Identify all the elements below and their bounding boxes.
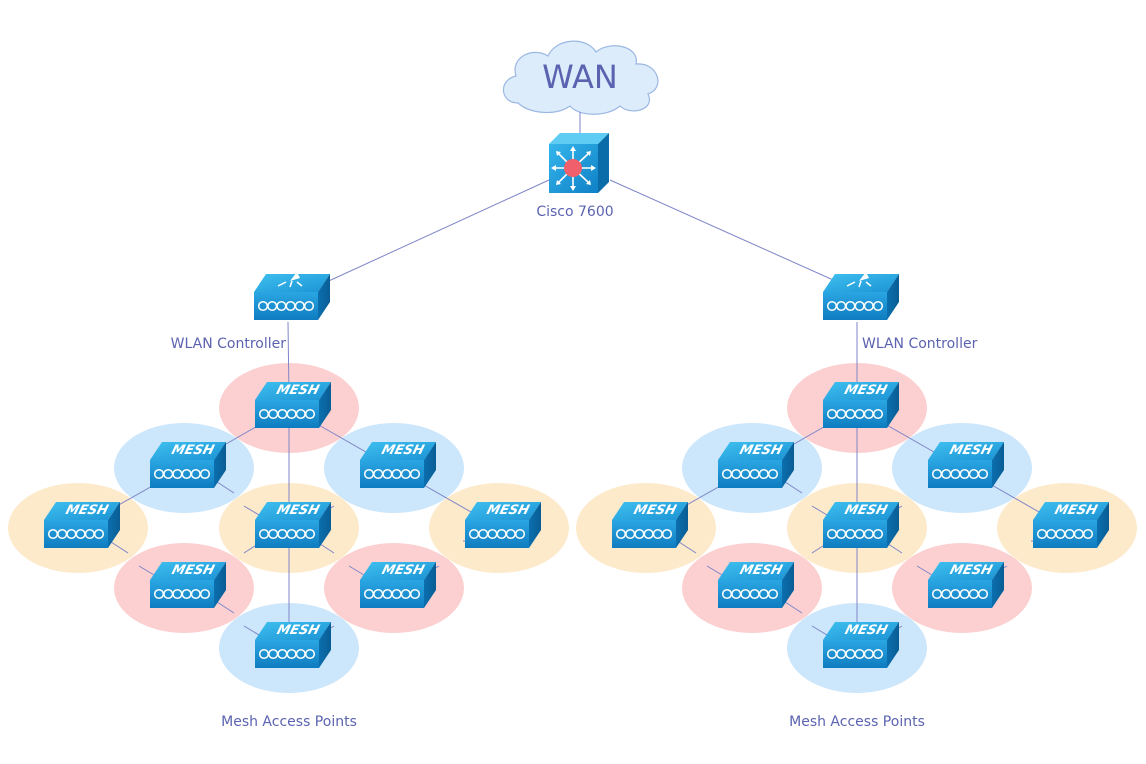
mesh-access-point-mid-right[interactable]: MESH xyxy=(360,442,436,488)
mesh-access-point-low-right[interactable]: MESH xyxy=(928,562,1004,608)
mesh-text: MESH xyxy=(380,563,426,578)
wlan-controller[interactable]: WLAN Controller xyxy=(823,272,978,352)
mesh-access-points-label: Mesh Access Points xyxy=(221,714,357,730)
mesh-text: MESH xyxy=(170,443,216,458)
mesh-access-point-icon: MESH xyxy=(255,382,331,428)
mesh-access-points-label: Mesh Access Points xyxy=(789,714,925,730)
mesh-access-point-icon: MESH xyxy=(612,502,688,548)
mesh-access-point-mid-left[interactable]: MESH xyxy=(718,442,794,488)
mesh-text: MESH xyxy=(1053,503,1099,518)
mesh-access-point-mid-left[interactable]: MESH xyxy=(150,442,226,488)
mesh-access-point-icon: MESH xyxy=(465,502,541,548)
wlan-controller-label: WLAN Controller xyxy=(862,336,978,352)
layer3-switch-icon xyxy=(549,133,609,193)
mesh-access-point-icon: MESH xyxy=(928,442,1004,488)
mesh-access-point-icon: MESH xyxy=(360,562,436,608)
mesh-access-point-far-left[interactable]: MESH xyxy=(612,502,688,548)
mesh-access-point-bottom[interactable]: MESH xyxy=(255,622,331,668)
wan-label: WAN xyxy=(542,58,618,96)
mesh-access-point-far-left[interactable]: MESH xyxy=(44,502,120,548)
link-core-controller-left xyxy=(319,179,550,286)
mesh-text: MESH xyxy=(64,503,110,518)
mesh-text: MESH xyxy=(275,623,321,638)
mesh-access-point-icon: MESH xyxy=(718,442,794,488)
mesh-access-point-icon: MESH xyxy=(360,442,436,488)
mesh-access-point-center[interactable]: MESH xyxy=(255,502,331,548)
mesh-text: MESH xyxy=(485,503,531,518)
mesh-access-point-top[interactable]: MESH xyxy=(255,382,331,428)
mesh-access-point-icon: MESH xyxy=(823,382,899,428)
core-switch[interactable]: Cisco 7600 xyxy=(536,133,614,220)
mesh-access-point-low-left[interactable]: MESH xyxy=(150,562,226,608)
mesh-text: MESH xyxy=(632,503,678,518)
mesh-access-point-icon: MESH xyxy=(1033,502,1109,548)
mesh-text: MESH xyxy=(275,503,321,518)
mesh-access-point-center[interactable]: MESH xyxy=(823,502,899,548)
mesh-access-point-far-right[interactable]: MESH xyxy=(465,502,541,548)
mesh-access-point-icon: MESH xyxy=(823,622,899,668)
mesh-text: MESH xyxy=(738,443,784,458)
link-core-controller-right xyxy=(609,179,861,293)
wan-cloud: WAN xyxy=(502,40,659,115)
mesh-access-point-icon: MESH xyxy=(718,562,794,608)
mesh-access-point-icon: MESH xyxy=(150,442,226,488)
mesh-access-point-top[interactable]: MESH xyxy=(823,382,899,428)
wlan-controller-icon xyxy=(823,272,899,320)
wlan-controller-icon xyxy=(254,272,330,320)
cloud-icon xyxy=(502,40,659,115)
mesh-text: MESH xyxy=(380,443,426,458)
mesh-access-point-icon: MESH xyxy=(928,562,1004,608)
mesh-access-point-low-left[interactable]: MESH xyxy=(718,562,794,608)
mesh-access-point-icon: MESH xyxy=(44,502,120,548)
mesh-access-point-low-right[interactable]: MESH xyxy=(360,562,436,608)
wlan-controller-label: WLAN Controller xyxy=(171,336,287,352)
mesh-access-point-icon: MESH xyxy=(255,502,331,548)
mesh-text: MESH xyxy=(843,383,889,398)
mesh-text: MESH xyxy=(275,383,321,398)
mesh-access-point-bottom[interactable]: MESH xyxy=(823,622,899,668)
mesh-access-point-mid-right[interactable]: MESH xyxy=(928,442,1004,488)
mesh-text: MESH xyxy=(948,443,994,458)
core-label: Cisco 7600 xyxy=(536,204,613,220)
mesh-text: MESH xyxy=(843,623,889,638)
mesh-text: MESH xyxy=(843,503,889,518)
mesh-access-point-far-right[interactable]: MESH xyxy=(1033,502,1109,548)
mesh-text: MESH xyxy=(948,563,994,578)
mesh-access-point-icon: MESH xyxy=(255,622,331,668)
mesh-text: MESH xyxy=(738,563,784,578)
mesh-access-point-icon: MESH xyxy=(150,562,226,608)
mesh-text: MESH xyxy=(170,563,216,578)
wlan-controller[interactable]: WLAN Controller xyxy=(171,272,330,352)
mesh-access-point-icon: MESH xyxy=(823,502,899,548)
